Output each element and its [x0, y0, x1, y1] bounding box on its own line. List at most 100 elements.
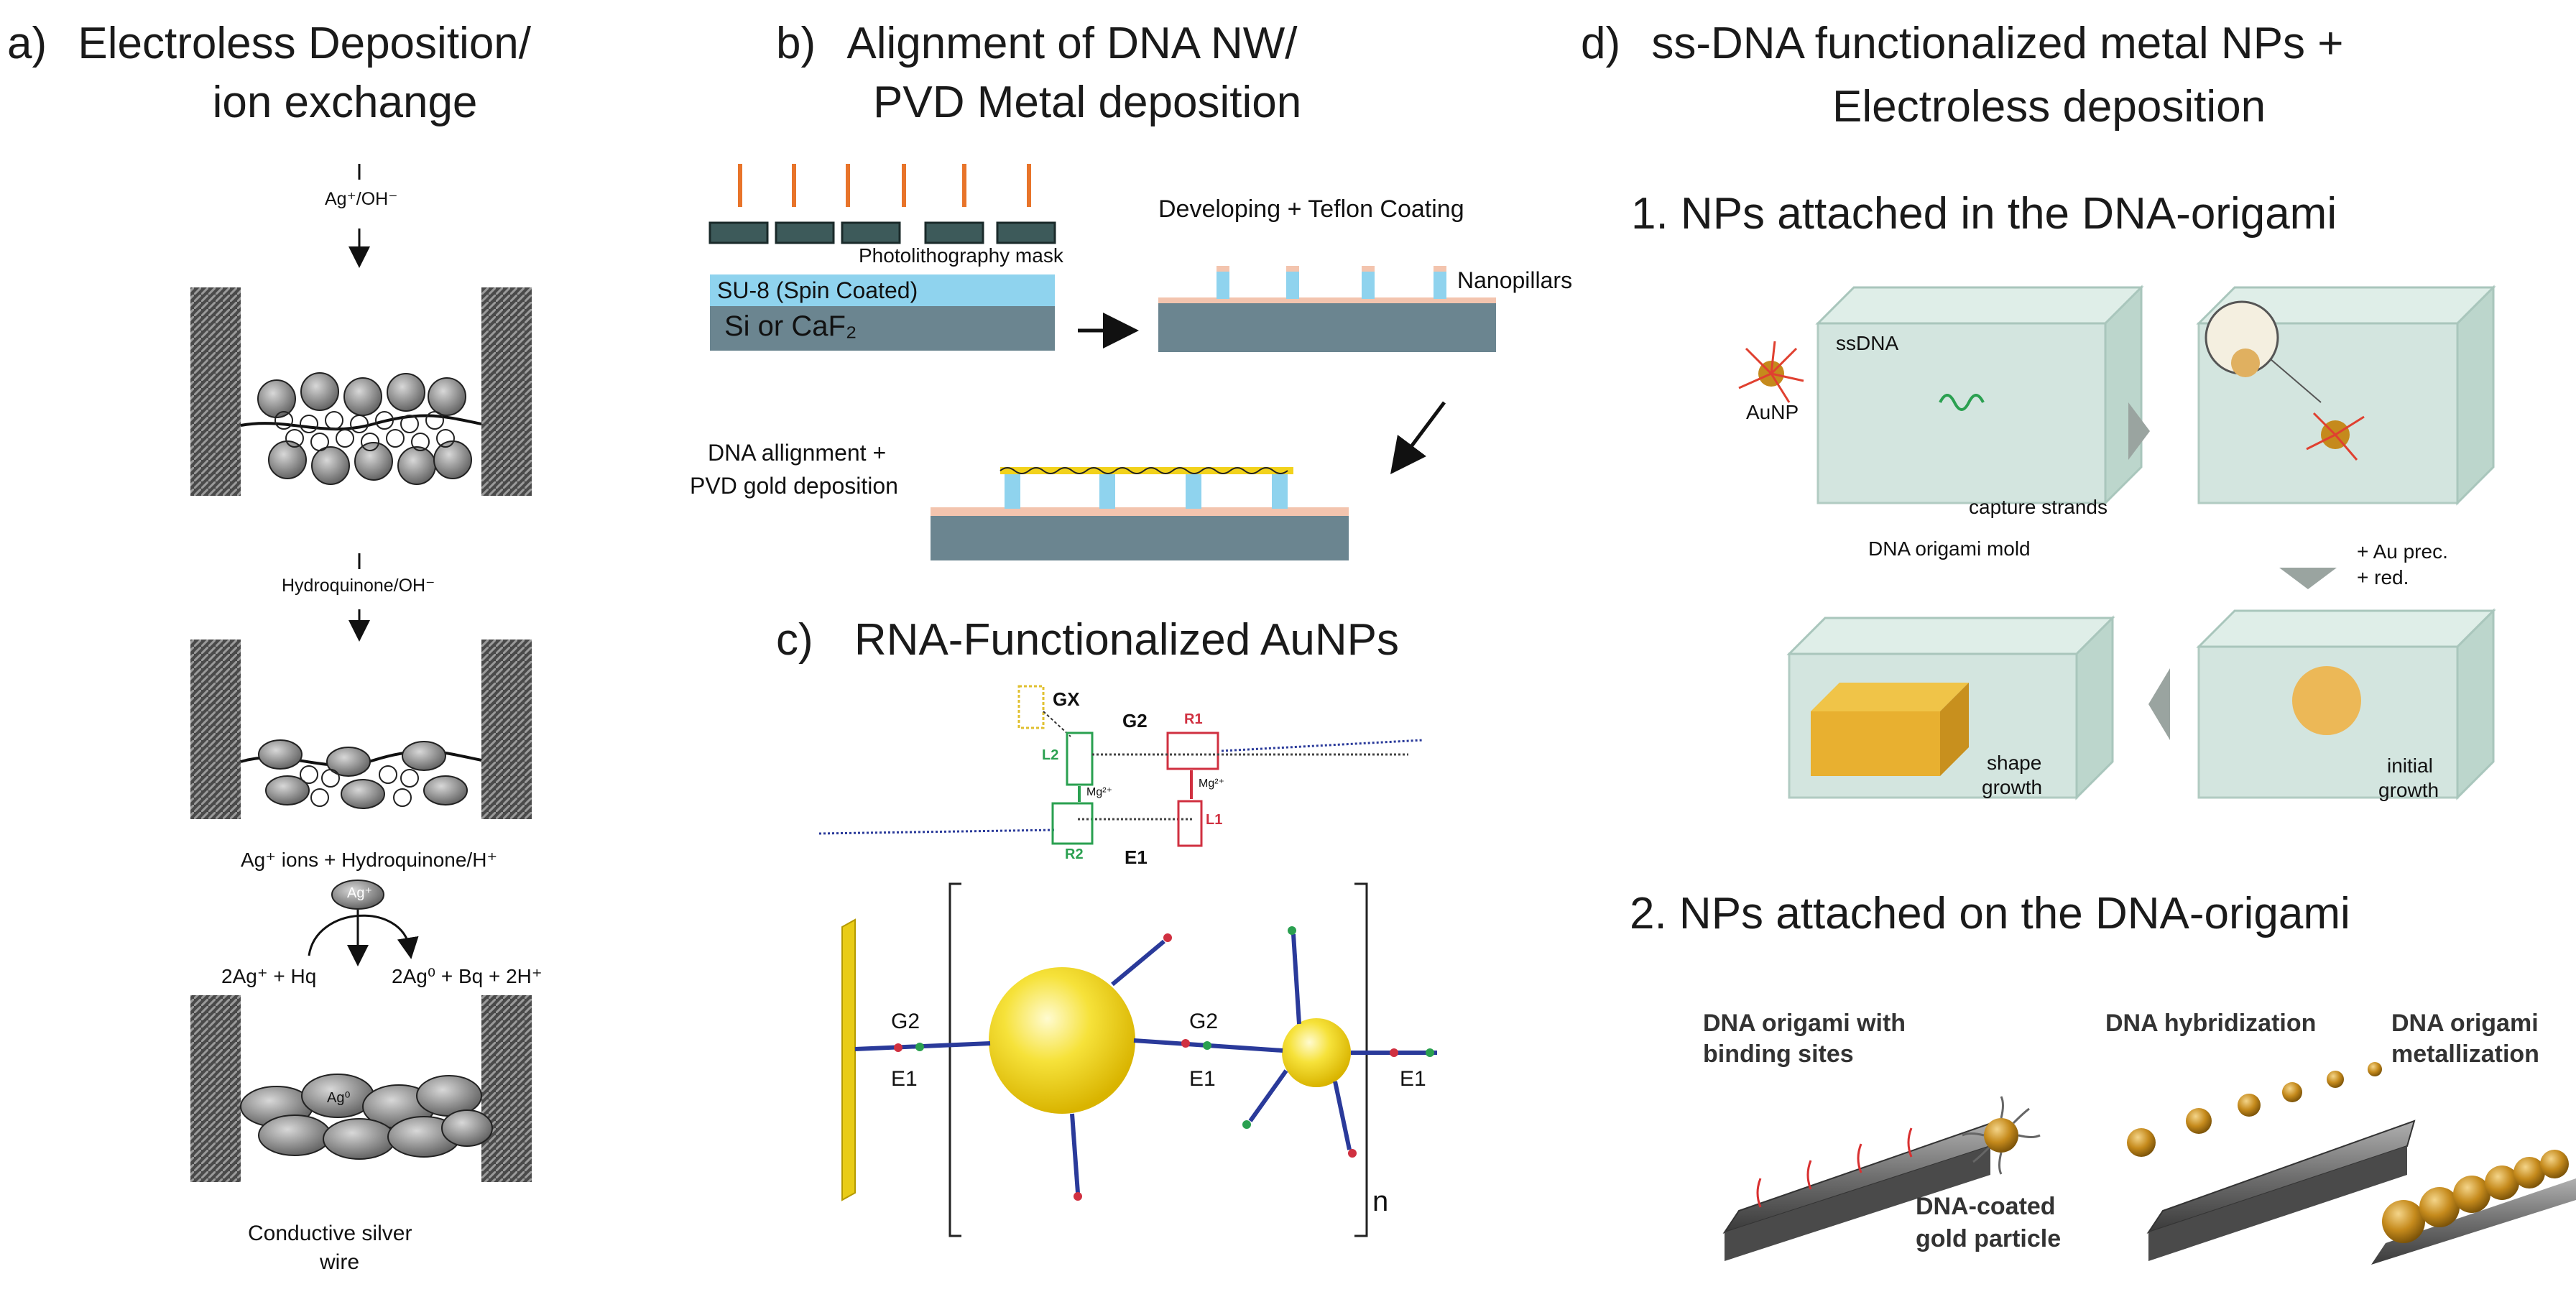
su8-label: SU-8 (Spin Coated) [717, 277, 918, 303]
developing-label: Developing + Teflon Coating [1158, 195, 1464, 223]
panel-b-title-line2: PVD Metal deposition [873, 78, 1302, 127]
nanopillars [1217, 266, 1446, 299]
panel-a-title: a) Electroless Deposition/ [7, 14, 668, 73]
ag-metal-label: Ag⁰ [327, 1090, 351, 1106]
panel-b-drawing [708, 164, 1496, 560]
e1-label-top: E1 [1125, 846, 1148, 868]
ssdna-label: ssDNA [1836, 332, 1899, 354]
electrode-right-3 [481, 995, 532, 1182]
dna-align-line2: PVD gold deposition [690, 473, 898, 499]
panel-d-title-line1: ss-DNA functionalized metal NPs + [1651, 19, 2344, 68]
gx-label: GX [1053, 688, 1080, 710]
electrode-left-2 [190, 640, 241, 819]
substrate-layer-3 [931, 516, 1349, 560]
reagent-ag-oh: Ag⁺/OH⁻ [325, 189, 398, 209]
initial-label-1: initial [2387, 754, 2433, 777]
hybridization-label: DNA hybridization [2105, 1010, 2317, 1037]
result-label-line2: wire [320, 1250, 360, 1274]
coated-label-2: gold particle [1916, 1225, 2062, 1252]
dna-align-line1: DNA allignment + [708, 440, 887, 466]
bracket-left [948, 882, 961, 1237]
curved-arrow-icon [308, 914, 419, 959]
mask-label: Photolithography mask [859, 244, 1063, 267]
substrate-layer [710, 306, 1055, 351]
g2-label-1: G2 [891, 1010, 920, 1033]
panel-c-drawing [818, 685, 1437, 1237]
gold-surface [841, 918, 856, 1201]
panel-a-title-line1: Electroless Deposition/ [78, 19, 532, 68]
panel-d-title-line2: Electroless deposition [1832, 82, 2266, 131]
bracket-right [1354, 882, 1368, 1237]
pillars-with-dna [1000, 467, 1293, 509]
teflon-layer-3 [931, 507, 1349, 516]
mold-label: DNA origami mold [1868, 537, 2031, 560]
arrow-down-icon [2279, 568, 2337, 589]
nanopillars-label: Nanopillars [1457, 267, 1573, 293]
panel-a-title-line2: ion exchange [212, 78, 478, 127]
origami-mold-4 [1786, 615, 2115, 800]
metallization-label-1: DNA origami [2391, 1010, 2539, 1037]
origami-mold-1 [1815, 285, 2144, 506]
blue-strand-1 [1221, 739, 1423, 752]
subtitle-1: 1. NPs attached in the DNA-origami [1631, 189, 2337, 239]
metallization-label-2: metallization [2391, 1040, 2539, 1068]
binding-label-1: DNA origami with [1703, 1010, 1906, 1037]
electrode-right-1 [481, 287, 532, 496]
r2-box [1051, 802, 1094, 845]
aunp-label: AuNP [1746, 401, 1799, 423]
reagent-ag-hq-h: Ag⁺ ions + Hydroquinone/H⁺ [241, 849, 498, 871]
au-prec-label: + Au prec. [2357, 540, 2448, 563]
l1-label: L1 [1206, 812, 1223, 828]
uv-light-pins [738, 164, 1031, 207]
aunp-with-ssdna [1738, 341, 1804, 403]
electrode-left-3 [190, 995, 241, 1182]
l1-box [1177, 800, 1203, 847]
panel-b-title: b) Alignment of DNA NW/ [776, 14, 1297, 73]
l2-label: L2 [1042, 747, 1059, 763]
panel-c-title-text: RNA-Functionalized AuNPs [854, 615, 1399, 665]
g2-label-top: G2 [1122, 710, 1148, 731]
dna-strand-1 [240, 414, 482, 431]
e1-label-1: E1 [891, 1067, 918, 1091]
panel-a-letter: a) [7, 19, 47, 68]
panel-c-letter: c) [776, 615, 813, 665]
strand-beads [894, 926, 1434, 1201]
r1-box [1166, 731, 1219, 770]
panel-b-letter: b) [776, 19, 816, 68]
origami-mold-3 [2196, 608, 2496, 800]
mg-label-red: Mg²⁺ [1199, 777, 1224, 790]
subtitle-2: 2. NPs attached on the DNA-origami [1630, 889, 2350, 938]
reagent-hydroquinone: Hydroquinone/OH⁻ [282, 576, 435, 596]
metallized-origami [2371, 1150, 2576, 1265]
ag-ion-label: Ag⁺ [347, 885, 373, 901]
panel-d-drawing [1722, 285, 2576, 1265]
ag-ion-particle [331, 880, 384, 910]
capture-label: capture strands [1969, 496, 2108, 518]
result-label-line1: Conductive silver [248, 1222, 412, 1245]
small-gold-np [1282, 1018, 1351, 1087]
electrode-right-2 [481, 640, 532, 819]
su8-layer [710, 274, 1055, 306]
e1-label-2: E1 [1189, 1067, 1216, 1091]
g2-label-2: G2 [1189, 1010, 1219, 1033]
electrode-left-1 [190, 287, 241, 496]
origami-mold-2 [2196, 285, 2496, 506]
repeat-n-label: n [1372, 1186, 1389, 1217]
r1-label: R1 [1184, 711, 1203, 727]
teflon-layer [1158, 297, 1496, 303]
silver-wire [240, 1074, 493, 1160]
dna-coated-gold-particle [1962, 1096, 2041, 1175]
reaction-left: 2Ag⁺ + Hq [221, 965, 317, 987]
mg-label-green: Mg²⁺ [1086, 786, 1112, 798]
binding-label-2: binding sites [1703, 1040, 1854, 1068]
origami-rod-2 [2127, 1062, 2416, 1261]
arrow-left-icon [2148, 668, 2170, 740]
r2-label: R2 [1065, 846, 1084, 862]
reaction-right: 2Ag⁰ + Bq + 2H⁺ [392, 965, 543, 987]
substrate-layer-2 [1158, 302, 1496, 352]
gx-box [1017, 685, 1045, 729]
ag-metal-cluster-2 [258, 739, 468, 809]
l2-box [1066, 731, 1094, 786]
linker-strands [854, 933, 1437, 1194]
